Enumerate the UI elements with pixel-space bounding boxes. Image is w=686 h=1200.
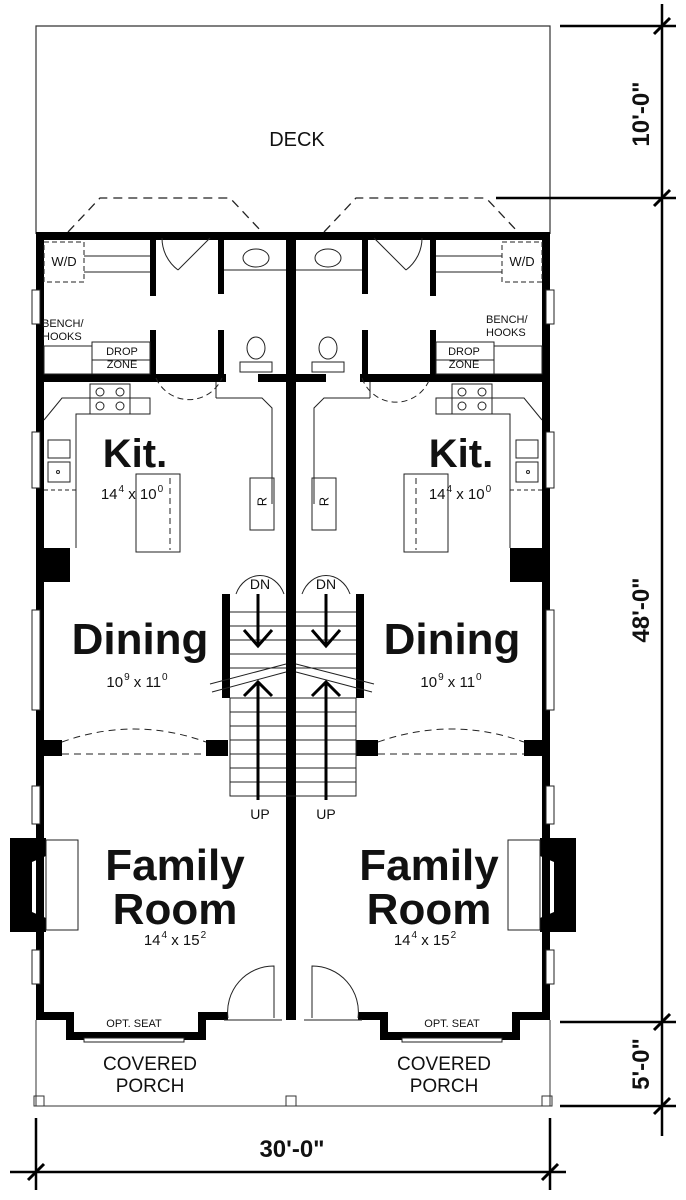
refrigerator-label: R <box>254 496 270 507</box>
porch-depth-dimension: 5'-0" <box>628 1038 655 1090</box>
deck-depth-dimension: 10'-0" <box>628 81 655 147</box>
porch-outline <box>33 1020 553 1107</box>
interior-walls <box>10 236 576 932</box>
stair-arrows <box>242 594 342 800</box>
opt-seat-label: OPT. SEAT <box>106 1018 162 1030</box>
deck-label: DECK <box>269 129 325 151</box>
deck-bay-dashes <box>67 197 519 233</box>
bench-hooks-label: BENCH/ HOOKS <box>486 314 528 339</box>
kitchen-dimensions: 144 x 100 <box>428 484 492 503</box>
refrigerator-label: R <box>316 496 332 507</box>
stairs-down-label: DN <box>315 576 337 592</box>
washer-dryer-label: W/D <box>509 254 535 269</box>
kitchen-label: Kit. <box>102 432 168 476</box>
kitchen-counters <box>43 382 543 553</box>
opt-seat-label: OPT. SEAT <box>424 1018 480 1030</box>
windows <box>31 289 555 1043</box>
washer-dryer-label: W/D <box>51 254 77 269</box>
covered-porch-label: COVERED PORCH <box>103 1054 197 1097</box>
overall-width-dimension: 30'-0" <box>259 1136 325 1163</box>
kitchen-label: Kit. <box>428 432 494 476</box>
dining-dimensions: 109 x 110 <box>420 672 482 691</box>
family-room-label: Family Room <box>105 841 245 934</box>
house-depth-dimension: 48'-0" <box>628 577 655 643</box>
stairs-up-label: UP <box>250 806 270 822</box>
dining-label: Dining <box>71 615 209 664</box>
drop-zone-label: DROP ZONE <box>106 346 138 371</box>
covered-porch-label: COVERED PORCH <box>397 1054 491 1097</box>
bench-hooks-label: BENCH/ HOOKS <box>42 318 84 343</box>
stairs-up-label: UP <box>316 806 336 822</box>
family-room-dimensions: 144 x 152 <box>143 930 207 949</box>
dimension-lines <box>10 4 676 1190</box>
deck-outline <box>35 25 551 234</box>
dining-dimensions: 109 x 110 <box>106 672 168 691</box>
stairs-down-label: DN <box>249 576 271 592</box>
dining-label: Dining <box>383 615 521 664</box>
family-room-dimensions: 144 x 152 <box>393 930 457 949</box>
drop-zone-label: DROP ZONE <box>448 346 480 371</box>
family-room-label: Family Room <box>359 841 499 934</box>
kitchen-dimensions: 144 x 100 <box>100 484 164 503</box>
